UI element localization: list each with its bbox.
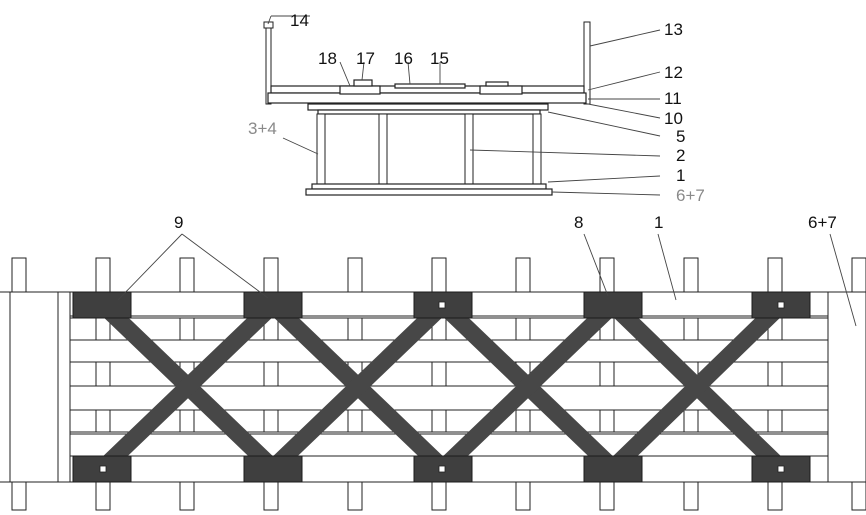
label-6-7-plan: 6+7 [808,213,837,232]
sill-1 [311,183,547,190]
label-1-plan: 1 [654,213,663,232]
diagonal-braces [97,298,787,475]
label-16: 16 [394,49,413,68]
part-17 [353,79,373,87]
label-6-7-elevation: 6+7 [676,186,705,205]
part-16 [394,83,466,89]
pile-2 [378,113,388,187]
plan-view: 9 8 1 6+7 [0,213,866,511]
part-15-base [479,85,523,95]
label-8: 8 [574,213,583,232]
plan-leader-lines [117,233,857,327]
bearing-strip-10 [307,103,549,111]
pile-4 [532,113,542,187]
deck-layer-11 [267,92,587,104]
node-pads [72,291,811,483]
part-15 [485,81,509,87]
label-2: 2 [676,146,685,165]
elevation-view: 14 13 18 17 16 15 12 11 10 5 3+4 2 1 6+7 [248,11,705,205]
label-18: 18 [318,49,337,68]
label-10: 10 [664,109,683,128]
left-end-post [265,23,272,105]
label-5: 5 [676,127,685,146]
label-17: 17 [356,49,375,68]
part-18 [339,85,381,95]
label-11: 11 [664,89,682,108]
label-3-4: 3+4 [248,119,277,138]
pad-9-right [243,291,303,319]
label-13: 13 [664,20,683,39]
pile-1 [316,113,326,187]
pad-bottom-4 [583,455,643,483]
label-14: 14 [290,11,309,30]
label-12: 12 [664,63,683,82]
left-end-block [9,291,59,483]
label-15: 15 [430,49,449,68]
pad-8 [583,291,643,319]
right-end-block [827,291,866,483]
bearing-strip-5 [317,109,541,115]
leader-lines [267,15,661,196]
pad-bottom-2 [243,455,303,483]
right-end-post [583,21,591,105]
base-6-7 [305,188,553,196]
label-9: 9 [174,213,183,232]
label-1-elevation: 1 [676,166,685,185]
